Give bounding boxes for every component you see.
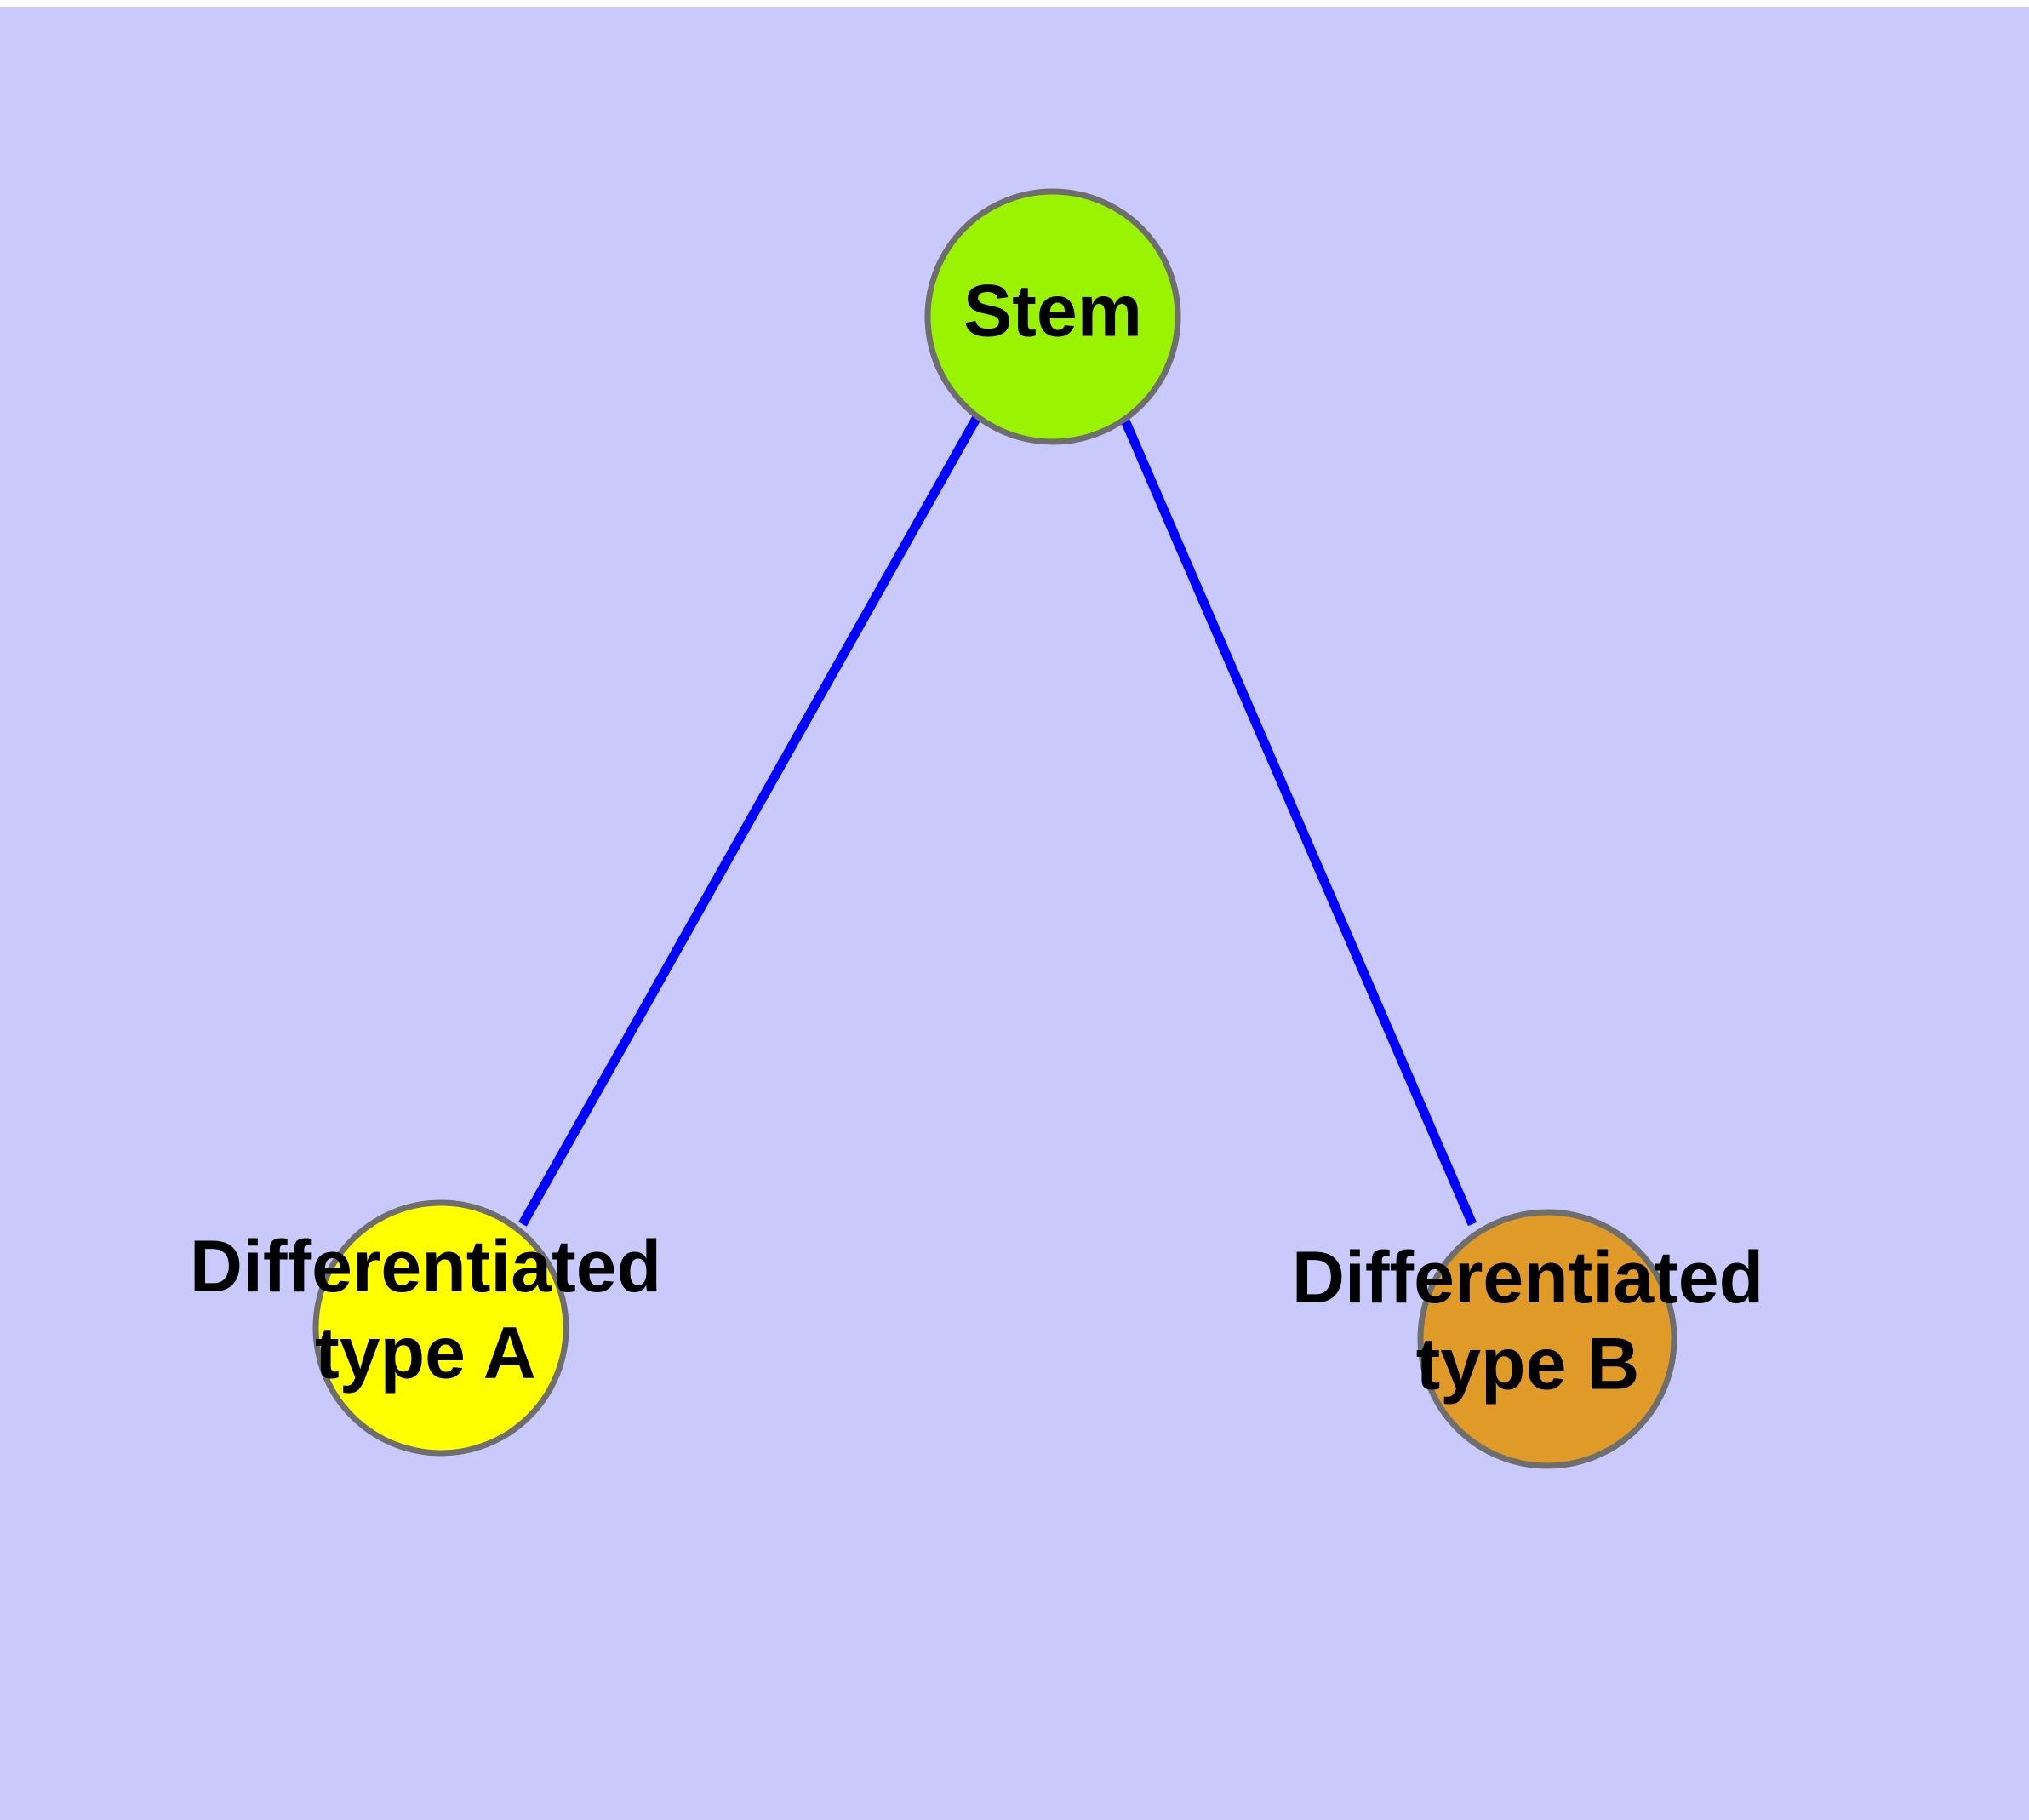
edges-group (518, 415, 1477, 1227)
node-circle-stem[interactable] (924, 188, 1181, 445)
nodes-group: Stem Differentiated type A Differentiate… (190, 188, 1763, 1469)
node-stem[interactable]: Stem (924, 188, 1181, 445)
node-circle-differentiated-type-a[interactable] (312, 1199, 569, 1457)
node-differentiated-type-a[interactable]: Differentiated type A (190, 1199, 661, 1457)
edge-stem-to-differentiated-type-b[interactable] (1120, 418, 1477, 1227)
node-label-differentiated-type-a-line1: Differentiated (190, 1226, 661, 1308)
node-label-differentiated-type-a-line2: type A (315, 1312, 536, 1394)
node-label-differentiated-type-b-line2: type B (1416, 1323, 1640, 1405)
edge-stem-to-differentiated-type-a[interactable] (518, 415, 981, 1227)
node-label-differentiated-type-b-line1: Differentiated (1292, 1237, 1763, 1319)
node-differentiated-type-b[interactable]: Differentiated type B (1292, 1209, 1763, 1469)
node-circle-differentiated-type-b[interactable] (1417, 1209, 1677, 1469)
node-label-stem-line1: Stem (963, 271, 1142, 352)
